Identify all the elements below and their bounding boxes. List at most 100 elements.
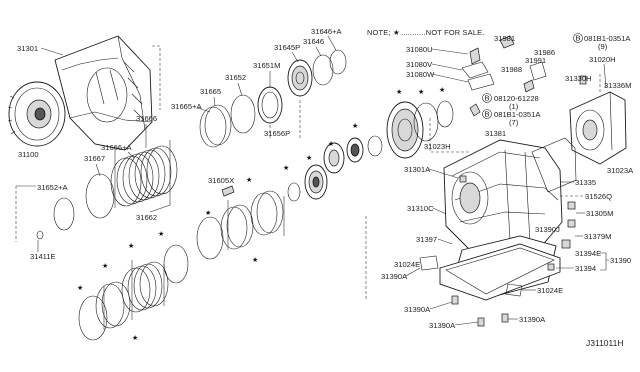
transmission-case: [443, 139, 563, 251]
oil-pan: [439, 243, 561, 301]
label-081b1-b: 081B1-0351A: [494, 110, 541, 119]
label-08120: 08120-61228: [494, 94, 539, 103]
label-31379m: 31379M: [584, 232, 611, 241]
planetary-gear: [304, 164, 328, 200]
ring-31646: [312, 54, 334, 86]
note-prefix: NOTE;: [367, 28, 391, 37]
label-31665: 31665: [200, 87, 221, 96]
ring-31667: [85, 173, 115, 219]
label-31335: 31335: [575, 178, 596, 187]
label-31665a: 31665+A: [171, 102, 203, 111]
svg-text:★: ★: [283, 164, 289, 172]
label-31310c: 31310C: [407, 204, 434, 213]
label-31645p: 31645P: [274, 43, 300, 52]
clutch-drum-large: [386, 101, 424, 159]
circle-b-marker-3: [482, 109, 492, 119]
label-31397: 31397: [416, 235, 437, 244]
label-31394e: 31394E: [575, 249, 601, 258]
circle-b-text-1: B: [576, 34, 581, 43]
label-081b1-a: 081B1-0351A: [584, 34, 631, 43]
label-31301: 31301: [17, 44, 38, 53]
note-text: ...........NOT FOR SALE.: [401, 28, 485, 37]
label-31305m: 31305M: [586, 209, 613, 218]
svg-text:★: ★: [205, 209, 211, 217]
label-08120-qty: (1): [509, 102, 519, 111]
not-for-sale-note: NOTE; ★ ...........NOT FOR SALE.: [367, 28, 485, 37]
label-31024e-l: 31024E: [394, 260, 420, 269]
label-31024e-r: 31024E: [537, 286, 563, 295]
label-31988: 31988: [501, 65, 522, 74]
label-31080u: 31080U: [406, 45, 433, 54]
circle-b-marker-1: [573, 33, 583, 43]
label-31080w: 31080W: [406, 70, 435, 79]
label-31991: 31991: [525, 56, 546, 65]
circle-b-marker-2: [482, 93, 492, 103]
ring-31646a: [329, 49, 347, 75]
ring-31652: [230, 94, 256, 134]
circle-b-text-3: B: [485, 110, 490, 119]
small-ring: [287, 182, 301, 202]
label-31666: 31666: [136, 114, 157, 123]
ring-426: [413, 102, 439, 142]
label-31656p: 31656P: [264, 129, 290, 138]
svg-text:★: ★: [328, 140, 334, 148]
label-31651m: 31651M: [253, 61, 280, 70]
label-31330h: 31330H: [565, 74, 592, 83]
label-31666a: 31666+A: [101, 143, 133, 152]
snap-ring-31652a: [53, 197, 75, 231]
sun-gear: [323, 142, 345, 174]
label-31411e: 31411E: [30, 252, 56, 261]
gasket-31023h: [531, 137, 577, 193]
label-31986: 31986: [534, 48, 555, 57]
label-31301a: 31301A: [404, 165, 431, 174]
svg-text:★: ★: [418, 88, 424, 96]
circle-b-text-2: B: [485, 94, 490, 103]
label-31662: 31662: [136, 213, 157, 222]
label-081b1-b-qty: (7): [509, 118, 519, 127]
plates-31665: [199, 104, 232, 148]
rear-extension: [569, 91, 627, 165]
label-31652: 31652: [225, 73, 246, 82]
part-31024e-l: [419, 255, 439, 271]
svg-text:★: ★: [439, 86, 445, 94]
part-31024e-r: [505, 283, 523, 297]
svg-text:★: ★: [128, 242, 134, 250]
label-31390a-b1: 31390A: [404, 305, 431, 314]
clutch-pack-31666: [110, 145, 178, 207]
label-31394: 31394: [575, 264, 596, 273]
label-31646: 31646: [303, 37, 324, 46]
label-31390j: 31390J: [535, 225, 560, 234]
svg-text:★: ★: [246, 176, 252, 184]
bolts: [451, 75, 587, 327]
torque-converter: [7, 81, 66, 147]
ring-445: [436, 100, 454, 128]
svg-text:★: ★: [77, 284, 83, 292]
svg-text:★: ★: [306, 154, 312, 162]
label-31390a-b2: 31390A: [429, 321, 456, 330]
part-31656p: [257, 86, 283, 124]
part-31645p: [287, 59, 313, 97]
svg-text:★: ★: [252, 256, 258, 264]
clutch-pack-middle: [196, 190, 284, 260]
label-31100: 31100: [18, 150, 39, 159]
shift-sensor-parts: [461, 35, 547, 117]
converter-housing: [54, 35, 153, 151]
not-for-sale-markers: ★★★ ★★★ ★★★ ★★★ ★★★: [77, 86, 445, 342]
label-31667: 31667: [84, 154, 105, 163]
hub-part: [346, 137, 364, 163]
label-31381: 31381: [485, 129, 506, 138]
oring-31411e: [36, 230, 44, 240]
label-31020h: 31020H: [589, 55, 616, 64]
label-31023a: 31023A: [607, 166, 634, 175]
label-31526q: 31526Q: [585, 192, 612, 201]
note-star: ★: [393, 28, 400, 37]
clutch-pack-bottom: [78, 244, 189, 341]
svg-text:★: ★: [158, 230, 164, 238]
svg-text:★: ★: [102, 262, 108, 270]
label-31652a: 31652+A: [37, 183, 69, 192]
label-31390a-l: 31390A: [381, 272, 408, 281]
label-31646a: 31646+A: [311, 27, 343, 36]
ring-375: [367, 135, 383, 157]
label-31390a-b3: 31390A: [519, 315, 546, 324]
